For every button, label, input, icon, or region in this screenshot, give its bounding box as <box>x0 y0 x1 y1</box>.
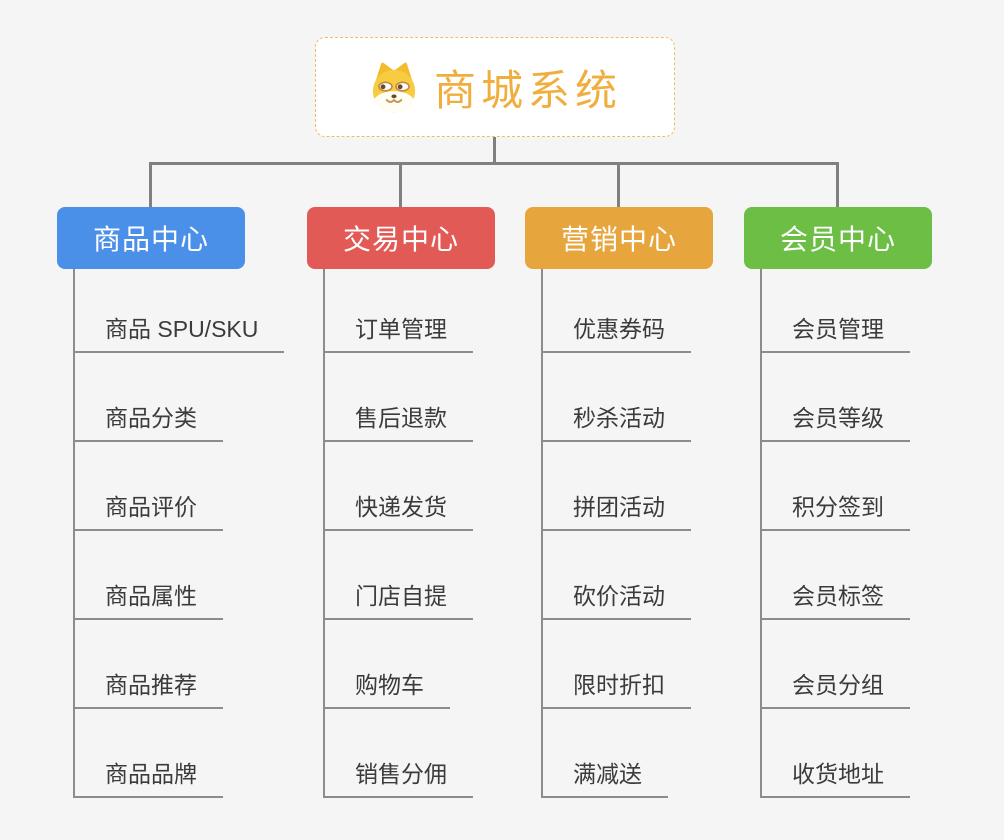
dog-face-icon <box>372 62 416 113</box>
branch-3: 营销中心 优惠券码 秒杀活动 拼团活动 砍价活动 限时折扣 满减送 <box>525 207 785 798</box>
item-row: 砍价活动 <box>543 531 785 620</box>
branch-header-4[interactable]: 会员中心 <box>744 207 932 269</box>
item-row: 购物车 <box>325 620 567 709</box>
item-row: 限时折扣 <box>543 620 785 709</box>
item-topic[interactable]: 门店自提 <box>325 577 473 620</box>
item-topic[interactable]: 售后退款 <box>325 399 473 442</box>
branch-label: 会员中心 <box>779 224 896 255</box>
item-topic[interactable]: 会员管理 <box>762 310 910 353</box>
item-topic[interactable]: 会员等级 <box>762 399 910 442</box>
branch-label: 交易中心 <box>342 224 459 255</box>
item-topic[interactable]: 积分签到 <box>762 488 910 531</box>
branch-2: 交易中心 订单管理 售后退款 快递发货 门店自提 购物车 销售分佣 <box>307 207 567 798</box>
item-row: 会员等级 <box>762 353 1004 442</box>
branch-items: 优惠券码 秒杀活动 拼团活动 砍价活动 限时折扣 满减送 <box>541 269 785 798</box>
item-row: 快递发货 <box>325 442 567 531</box>
item-row: 满减送 <box>543 709 785 798</box>
item-row: 优惠券码 <box>543 269 785 353</box>
item-topic[interactable]: 快递发货 <box>325 488 473 531</box>
item-topic[interactable]: 会员分组 <box>762 666 910 709</box>
item-topic[interactable]: 收货地址 <box>762 755 910 798</box>
connector-horizontal <box>149 162 839 165</box>
branches: 商品中心 商品 SPU/SKU 商品分类 商品评价 商品属性 商品推荐 商品品牌… <box>0 207 1004 840</box>
branch-items: 订单管理 售后退款 快递发货 门店自提 购物车 销售分佣 <box>323 269 567 798</box>
item-topic[interactable]: 优惠券码 <box>543 310 691 353</box>
item-row: 商品分类 <box>75 353 317 442</box>
item-topic[interactable]: 满减送 <box>543 755 668 798</box>
item-row: 门店自提 <box>325 531 567 620</box>
item-topic[interactable]: 限时折扣 <box>543 666 691 709</box>
item-topic[interactable]: 商品评价 <box>75 488 223 531</box>
item-row: 售后退款 <box>325 353 567 442</box>
item-topic[interactable]: 销售分佣 <box>325 755 473 798</box>
item-topic[interactable]: 商品 SPU/SKU <box>75 310 285 353</box>
item-topic[interactable]: 商品推荐 <box>75 666 223 709</box>
item-topic[interactable]: 商品品牌 <box>75 755 223 798</box>
root-title: 商城系统 <box>433 66 622 114</box>
branch-items: 商品 SPU/SKU 商品分类 商品评价 商品属性 商品推荐 商品品牌 <box>73 269 317 798</box>
branch-header-1[interactable]: 商品中心 <box>57 207 245 269</box>
item-topic[interactable]: 会员标签 <box>762 577 910 620</box>
item-topic[interactable]: 秒杀活动 <box>543 399 691 442</box>
branch-label: 营销中心 <box>560 224 677 255</box>
connector-drop-3 <box>617 162 620 207</box>
item-row: 秒杀活动 <box>543 353 785 442</box>
item-row: 积分签到 <box>762 442 1004 531</box>
item-row: 会员管理 <box>762 269 1004 353</box>
item-topic[interactable]: 商品属性 <box>75 577 223 620</box>
item-topic[interactable]: 购物车 <box>325 666 450 709</box>
connector-root-stem <box>493 137 496 165</box>
connector-drop-4 <box>836 162 839 207</box>
branch-4: 会员中心 会员管理 会员等级 积分签到 会员标签 会员分组 收货地址 <box>744 207 1004 798</box>
item-row: 订单管理 <box>325 269 567 353</box>
branch-1: 商品中心 商品 SPU/SKU 商品分类 商品评价 商品属性 商品推荐 商品品牌 <box>57 207 317 798</box>
item-row: 商品 SPU/SKU <box>75 269 317 353</box>
item-row: 拼团活动 <box>543 442 785 531</box>
connector-drop-1 <box>149 162 152 207</box>
branch-label: 商品中心 <box>92 224 209 255</box>
item-row: 会员分组 <box>762 620 1004 709</box>
item-topic[interactable]: 砍价活动 <box>543 577 691 620</box>
item-row: 收货地址 <box>762 709 1004 798</box>
branch-header-3[interactable]: 营销中心 <box>525 207 713 269</box>
item-topic[interactable]: 商品分类 <box>75 399 223 442</box>
item-row: 商品推荐 <box>75 620 317 709</box>
item-row: 商品品牌 <box>75 709 317 798</box>
root-topic[interactable]: 商城系统 <box>315 37 675 137</box>
item-row: 商品评价 <box>75 442 317 531</box>
branch-items: 会员管理 会员等级 积分签到 会员标签 会员分组 收货地址 <box>760 269 1004 798</box>
item-row: 商品属性 <box>75 531 317 620</box>
branch-header-2[interactable]: 交易中心 <box>307 207 495 269</box>
item-topic[interactable]: 拼团活动 <box>543 488 691 531</box>
item-topic[interactable]: 订单管理 <box>325 310 473 353</box>
connector-drop-2 <box>399 162 402 207</box>
item-row: 会员标签 <box>762 531 1004 620</box>
item-row: 销售分佣 <box>325 709 567 798</box>
